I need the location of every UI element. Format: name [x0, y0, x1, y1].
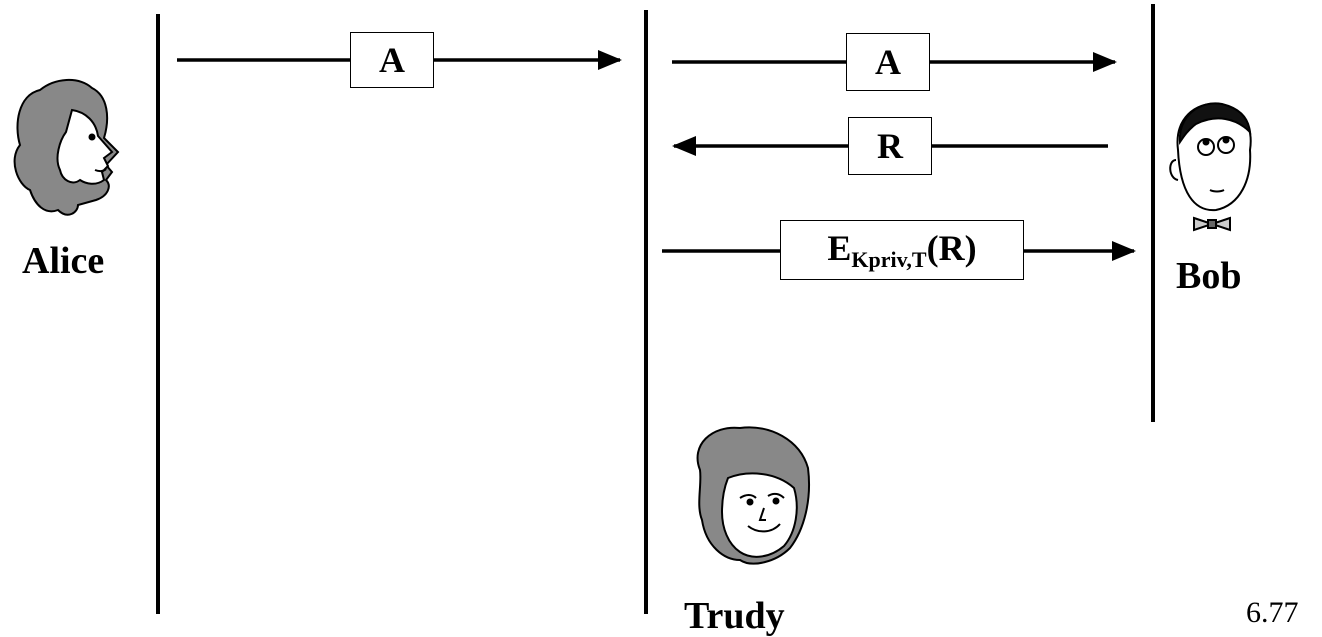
message-r-bob: R [848, 117, 932, 175]
message-a-alice-label: A [379, 40, 405, 80]
signed-nonce-label: EKpriv,T(R) [827, 228, 977, 272]
message-r-bob-label: R [877, 126, 903, 166]
slide-number: 6.77 [1246, 596, 1299, 629]
bob-face-icon [1169, 102, 1252, 232]
trudy-face-icon [696, 426, 811, 565]
message-a-trudy: A [846, 33, 930, 91]
alice-name: Alice [22, 240, 105, 282]
message-a-alice: A [350, 32, 434, 88]
bob-name: Bob [1176, 255, 1242, 297]
trudy-name: Trudy [684, 595, 785, 637]
alice-face-icon [13, 79, 120, 216]
message-signed-nonce: EKpriv,T(R) [780, 220, 1024, 280]
message-a-trudy-label: A [875, 42, 901, 82]
